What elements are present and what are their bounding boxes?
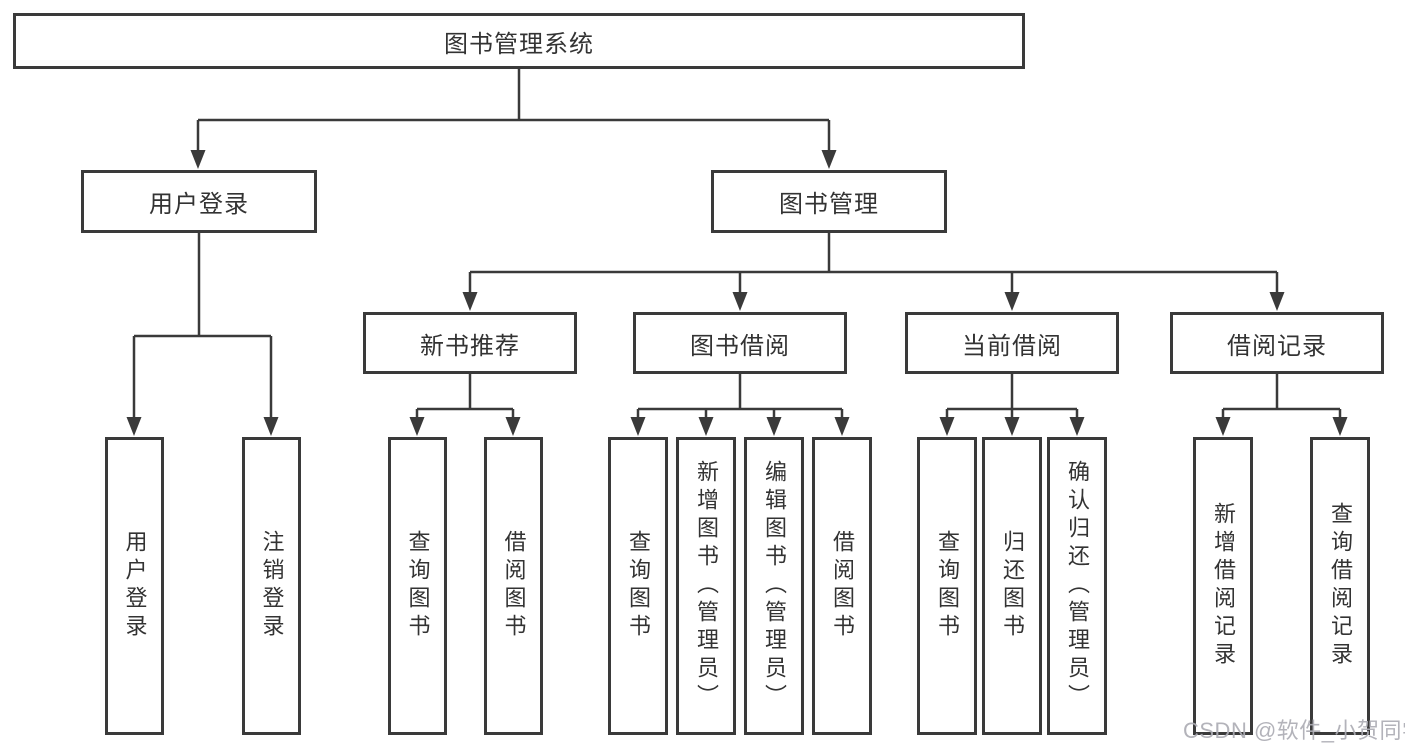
- node-query-books-borrowing-label: 查询图书: [626, 530, 651, 642]
- node-book-borrowing: 图书借阅: [633, 312, 847, 374]
- node-user-login-leaf: 用户登录: [105, 437, 164, 735]
- node-user-login: 用户登录: [81, 170, 317, 233]
- node-user-login-leaf-label: 用户登录: [122, 530, 148, 642]
- node-add-borrow-record: 新增借阅记录: [1193, 437, 1253, 735]
- node-borrow-books-recommend-label: 借阅图书: [501, 530, 527, 642]
- node-borrowing-records: 借阅记录: [1170, 312, 1384, 374]
- node-book-borrowing-label: 图书借阅: [690, 332, 790, 360]
- node-return-books: 归还图书: [982, 437, 1042, 735]
- node-borrow-books-borrowing: 借阅图书: [812, 437, 872, 735]
- node-add-borrow-record-label: 新增借阅记录: [1211, 502, 1236, 670]
- node-query-books-borrowing: 查询图书: [608, 437, 668, 735]
- node-confirm-return-admin-label: 确认归还（管理员）: [1065, 460, 1090, 712]
- node-query-borrow-record-label: 查询借阅记录: [1328, 502, 1353, 670]
- node-query-books-current-label: 查询图书: [935, 530, 960, 642]
- node-root-label: 图书管理系统: [444, 30, 594, 58]
- node-edit-books-admin: 编辑图书（管理员）: [744, 437, 804, 735]
- node-user-login-label: 用户登录: [149, 191, 249, 218]
- node-query-books-recommend-label: 查询图书: [405, 530, 431, 642]
- node-return-books-label: 归还图书: [1000, 530, 1025, 642]
- node-query-books-current: 查询图书: [917, 437, 977, 735]
- node-confirm-return-admin: 确认归还（管理员）: [1047, 437, 1107, 735]
- csdn-watermark: CSDN @软件_小贺同学: [1183, 718, 1405, 743]
- node-current-borrowing-label: 当前借阅: [962, 332, 1062, 360]
- node-logout-leaf: 注销登录: [242, 437, 301, 735]
- node-current-borrowing: 当前借阅: [905, 312, 1119, 374]
- node-borrow-books-borrowing-label: 借阅图书: [830, 530, 855, 642]
- node-query-borrow-record: 查询借阅记录: [1310, 437, 1370, 735]
- node-edit-books-admin-label: 编辑图书（管理员）: [762, 460, 787, 712]
- node-new-book-recommend-label: 新书推荐: [420, 332, 520, 360]
- node-borrowing-records-label: 借阅记录: [1227, 332, 1327, 360]
- node-logout-leaf-label: 注销登录: [259, 530, 285, 642]
- node-new-book-recommend: 新书推荐: [363, 312, 577, 374]
- node-book-management: 图书管理: [711, 170, 947, 233]
- node-borrow-books-recommend: 借阅图书: [484, 437, 543, 735]
- node-query-books-recommend: 查询图书: [388, 437, 447, 735]
- node-add-books-admin-label: 新增图书（管理员）: [694, 460, 719, 712]
- node-library-management-system: 图书管理系统: [13, 13, 1025, 69]
- node-add-books-admin: 新增图书（管理员）: [676, 437, 736, 735]
- node-book-management-label: 图书管理: [779, 191, 879, 218]
